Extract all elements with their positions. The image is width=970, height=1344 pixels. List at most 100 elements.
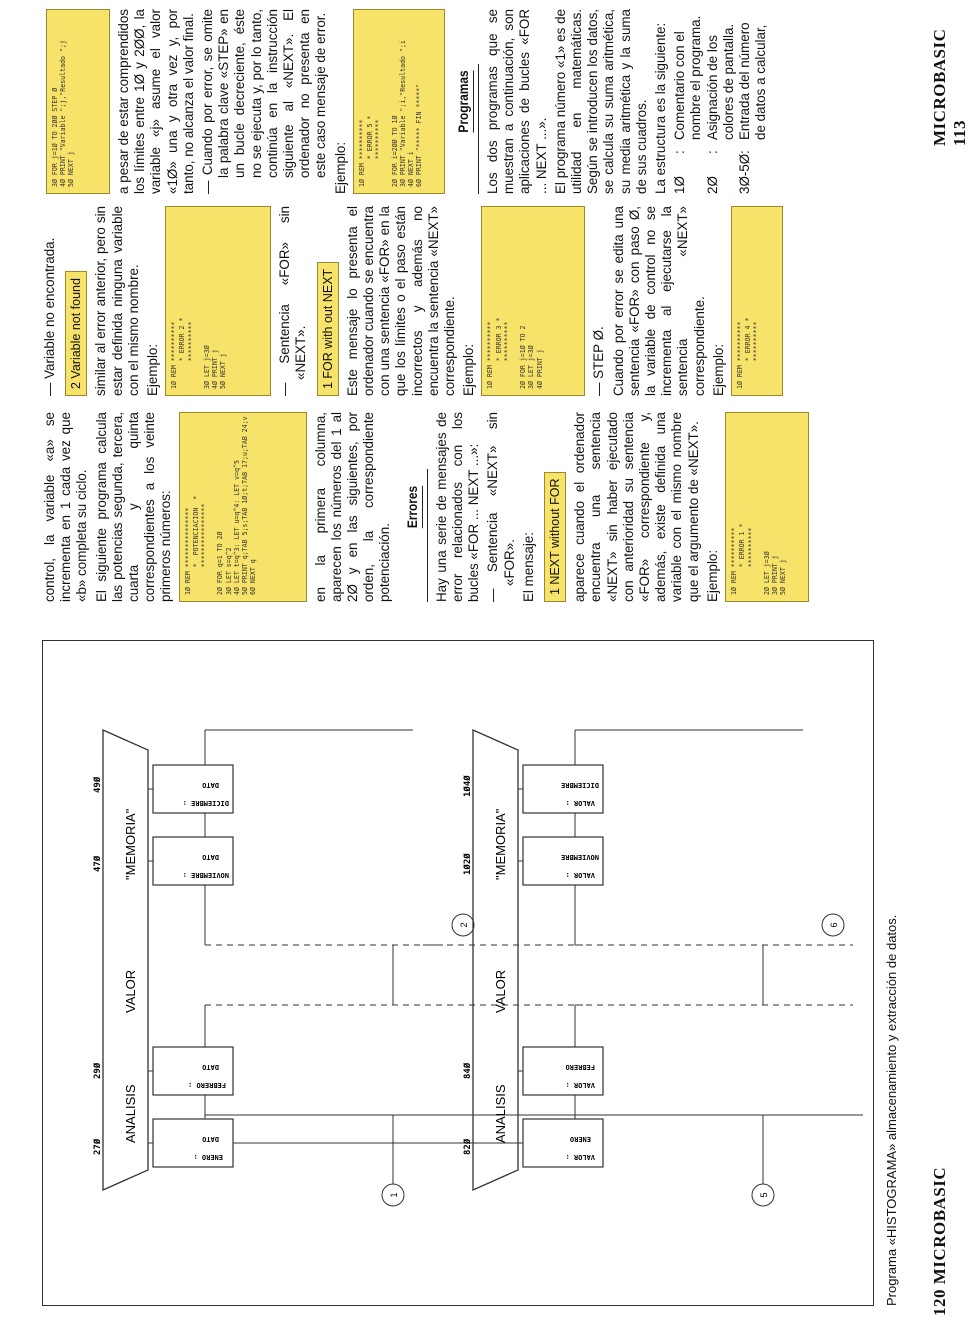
col2-paragraph-1: — Variable no encontrada. bbox=[42, 237, 57, 396]
bottom-box-2-sub: FEBRERO bbox=[565, 1063, 595, 1071]
error-message-1: 1 NEXT without FOR bbox=[544, 471, 567, 602]
code-screen-error-3: 1Ø REM ********** * ERROR 3 * **********… bbox=[481, 206, 586, 396]
col1-paragraph-2: El siguiente programa calcula las potenc… bbox=[93, 412, 174, 602]
bottom-address-1: 82Ø bbox=[462, 1138, 473, 1155]
rule-programas bbox=[478, 64, 480, 194]
folio-left: 120 MICROBASIC bbox=[930, 1166, 949, 1316]
col1-paragraph-1: control, la variable «a» se incrementa e… bbox=[42, 412, 90, 602]
col3-paragraph-4: Los dos programas que se muestran a cont… bbox=[485, 9, 549, 194]
top-box-3-sub: DATO bbox=[202, 853, 219, 861]
code-error-1: 1Ø REM ********** * ERROR 1 * **********… bbox=[730, 523, 788, 595]
top-box-2-sub: DATO bbox=[202, 1063, 219, 1071]
structure-item-line: 2Ø bbox=[704, 176, 720, 194]
bottom-connector-in-label: 5 bbox=[759, 1192, 769, 1197]
top-connector-in-label: 1 bbox=[389, 1192, 399, 1197]
bottom-header-memoria: "MEMORIA" bbox=[493, 808, 508, 880]
code-screen-error-4: 1Ø REM ********** * ERROR 4 * ********** bbox=[731, 206, 784, 396]
col3-paragraph-6: La estructura es la siguiente: bbox=[653, 22, 669, 194]
structure-item: 3Ø-5Ø: Entrada del número de datos a cal… bbox=[737, 9, 769, 194]
flowchart-bottom: ANALISIS VALOR "MEMORIA" 82Ø 84Ø 1Ø2Ø 1Ø… bbox=[462, 728, 863, 1207]
code-screen-potenciacion: 1Ø REM *************** * POTENCIACION * … bbox=[178, 412, 307, 602]
top-address-1: 27Ø bbox=[92, 1138, 103, 1155]
bottom-address-2: 84Ø bbox=[462, 1062, 473, 1079]
col2-paragraph-7: — STEP Ø. bbox=[591, 326, 607, 396]
bottom-connector-out bbox=[821, 913, 845, 937]
structure-item: 1Ø: Comentario con el nombre el programa… bbox=[672, 9, 704, 194]
structure-item-line: 1Ø bbox=[672, 176, 688, 194]
code-error-3: 1Ø REM ********** * ERROR 3 * **********… bbox=[486, 317, 544, 389]
code-screen-error-2: 1Ø REM ********** * ERROR 2 * **********… bbox=[165, 206, 272, 396]
top-box-4-title: DICIEMBRE : bbox=[183, 799, 229, 807]
col2: — Variable no encontrada. 2 Variable not… bbox=[42, 206, 789, 396]
top-box-4-sub: DATO bbox=[202, 781, 219, 789]
top-header-valor: VALOR bbox=[123, 970, 138, 1013]
figure-caption: Programa «HISTOGRAMA» almacenamiento y e… bbox=[884, 914, 899, 1306]
code-error-4: 1Ø REM ********** * ERROR 4 * ********** bbox=[736, 317, 761, 389]
top-address-2: 29Ø bbox=[92, 1062, 103, 1079]
structure-item-desc: Asignación de los colores de pantalla. bbox=[704, 23, 736, 140]
col1-paragraph-5: — Sentencia «NEXT» sin «FOR». bbox=[485, 412, 517, 602]
structure-item-desc: Entrada del número de datos a calcular, bbox=[737, 22, 769, 140]
folio-right: MICROBASIC 113 bbox=[930, 28, 969, 146]
rule-errores bbox=[426, 469, 428, 602]
bottom-box-4-title: VALOR : bbox=[565, 799, 595, 807]
bottom-box-1-sub: ENERO bbox=[570, 1135, 591, 1143]
heading-programas: Programas bbox=[454, 23, 475, 180]
top-header-memoria: "MEMORIA" bbox=[123, 808, 138, 880]
error-message-3: 1 FOR with out NEXT bbox=[316, 261, 339, 396]
col1-paragraph-3: en la primera columna, aparecen los núme… bbox=[312, 412, 393, 602]
bottom-header-valor: VALOR bbox=[493, 970, 508, 1013]
code-step: 3Ø FOR j=1Ø TO 2ØØ STEP Ø 4Ø PRINT "Vari… bbox=[51, 40, 76, 187]
bottom-box-2-title: VALOR : bbox=[565, 1081, 595, 1089]
top-box-1-sub: DATO bbox=[202, 1135, 219, 1143]
col2-paragraph-6: Ejemplo: bbox=[461, 343, 477, 396]
bottom-connector-out-label: 6 bbox=[829, 922, 839, 927]
col2-paragraph-5: Este mensaje lo presenta el ordenador cu… bbox=[344, 206, 458, 396]
code-error-5: 1Ø REM ********** * ERROR 5 * **********… bbox=[357, 40, 424, 187]
bottom-box-3-sub: NOVIEMBRE bbox=[561, 853, 599, 861]
col3-paragraph-2: — Cuando por error, se omite la palabra … bbox=[200, 9, 329, 194]
col2-paragraph-3: Ejemplo: bbox=[145, 343, 161, 396]
code-potenciacion: 1Ø REM *************** * POTENCIACION * … bbox=[183, 416, 258, 595]
col3-paragraph-1: a pesar de estar comprendidos los límite… bbox=[116, 9, 196, 194]
structure-item-line: 3Ø-5Ø bbox=[737, 153, 753, 194]
error-message-2: 2 Variable not found bbox=[65, 271, 88, 396]
memory-band-bottom bbox=[472, 728, 519, 1192]
structure-list: 1Ø: Comentario con el nombre el programa… bbox=[672, 9, 769, 194]
top-header-analisis: ANALISIS bbox=[123, 1084, 138, 1143]
col3-paragraph-3: Ejemplo: bbox=[332, 141, 348, 194]
bottom-address-4: 1Ø4Ø bbox=[462, 775, 473, 797]
flowchart-frame: ANALISIS VALOR "MEMORIA" 27Ø 29Ø 47Ø 49Ø… bbox=[42, 640, 874, 1306]
bottom-header-analisis: ANALISIS bbox=[493, 1084, 508, 1143]
code-error-2: 1Ø REM ********** * ERROR 2 * **********… bbox=[170, 317, 228, 389]
structure-item-desc: Comentario con el nombre el programa. bbox=[672, 15, 704, 140]
heading-programas-text: Programas bbox=[454, 70, 475, 133]
text-column-3: 3Ø FOR j=1Ø TO 2ØØ STEP Ø 4Ø PRINT "Vari… bbox=[42, 9, 770, 194]
col2-paragraph-9: Ejemplo: bbox=[710, 343, 726, 396]
col2-paragraph-2: similar al error anterior, pero sin esta… bbox=[93, 206, 141, 396]
top-address-3: 47Ø bbox=[92, 855, 103, 872]
top-box-1-title: ENERO : bbox=[193, 1153, 223, 1161]
col1-paragraph-7: aparece cuando el ordenador encuentra un… bbox=[572, 412, 701, 602]
col1-paragraph-4: Hay una serie de mensajes de error relac… bbox=[433, 412, 482, 602]
top-connector-out bbox=[451, 913, 475, 937]
memory-band-top bbox=[102, 728, 149, 1192]
bottom-box-3-title: VALOR : bbox=[565, 871, 595, 879]
bottom-box-1-title: VALOR : bbox=[565, 1153, 595, 1161]
heading-errores-text: Errores bbox=[403, 485, 423, 529]
bottom-address-3: 1Ø2Ø bbox=[462, 853, 473, 875]
top-address-4: 49Ø bbox=[92, 776, 103, 793]
col1-paragraph-8: Ejemplo: bbox=[704, 549, 720, 602]
top-box-3-title: NOVIEMBRE : bbox=[183, 871, 229, 879]
flowchart-svg: ANALISIS VALOR "MEMORIA" 27Ø 29Ø 47Ø 49Ø… bbox=[92, 728, 863, 1207]
col2-paragraph-8: Cuando por error se edita una sentencia … bbox=[610, 206, 707, 396]
heading-errores: Errores bbox=[403, 426, 423, 588]
bottom-box-4-sub: DICIEMBRE bbox=[561, 781, 599, 789]
code-screen-step: 3Ø FOR j=1Ø TO 2ØØ STEP Ø 4Ø PRINT "Vari… bbox=[46, 9, 110, 194]
code-screen-error-5: 1Ø REM ********** * ERROR 5 * **********… bbox=[352, 9, 445, 194]
top-box-2-title: FEBRERO : bbox=[188, 1081, 226, 1089]
top-connector-out-label: 2 bbox=[459, 922, 469, 927]
code-screen-error-1: 1Ø REM ********** * ERROR 1 * **********… bbox=[725, 412, 810, 602]
text-column-1: control, la variable «a» se incrementa e… bbox=[42, 412, 815, 602]
